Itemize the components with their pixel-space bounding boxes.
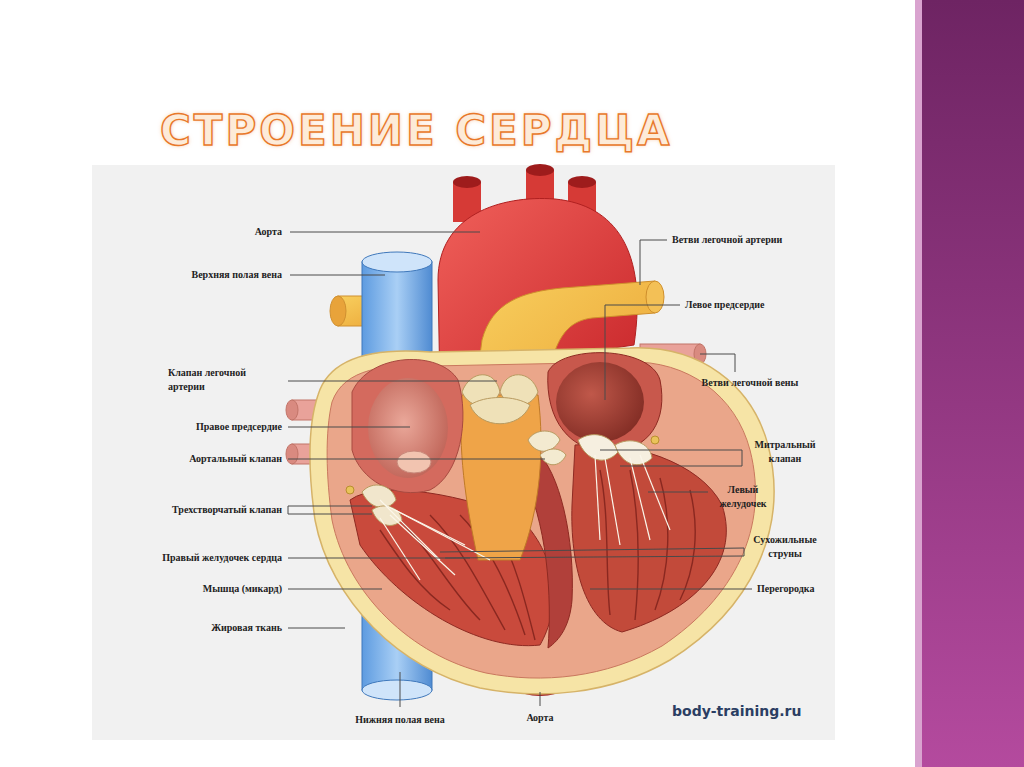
part-label: Мышца (микард) — [142, 582, 282, 596]
part-label: Жировая ткань — [142, 621, 282, 635]
part-label: Верхняя полая вена — [142, 268, 282, 282]
part-label: Аорта — [490, 711, 590, 725]
part-label: Сухожильные струны — [744, 533, 826, 561]
part-label: Трехстворчатый клапан — [112, 503, 282, 517]
part-label: Левый желудочек — [712, 483, 774, 511]
part-label: Нижняя полая вена — [320, 713, 480, 727]
part-label: Ветви легочной вены — [700, 376, 800, 390]
part-label: Правое предсердие — [142, 420, 282, 434]
part-label: Перегородка — [757, 582, 837, 596]
part-label: Аорта — [142, 225, 282, 239]
part-label: Клапан легочной артерии — [168, 366, 268, 394]
slide-title: СТРОЕНИЕ СЕРДЦА — [160, 106, 672, 155]
part-label: Правый желудочек сердца — [112, 551, 282, 565]
part-label: Аортальный клапан — [122, 452, 282, 466]
part-label: Митральный клапан — [748, 438, 822, 466]
watermark: body-training.ru — [672, 702, 812, 720]
part-label: Левое предсердие — [685, 298, 805, 312]
leader-lines — [288, 232, 752, 707]
part-label: Ветви легочной артерии — [672, 233, 812, 247]
